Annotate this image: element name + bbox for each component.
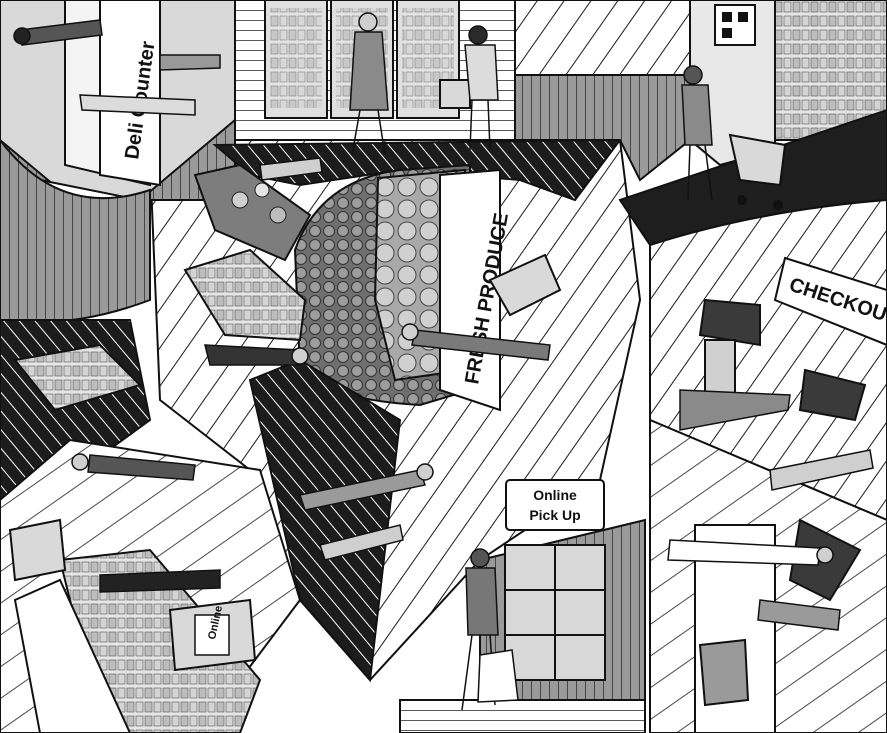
- online-pickup-area: Online Pick Up: [399, 479, 646, 733]
- pickup-sign-line2: Pick Up: [529, 507, 580, 523]
- online-pickup-sign: [505, 479, 605, 531]
- kiosk-screen-2: [798, 368, 867, 422]
- shoppers: [13, 12, 874, 711]
- egg-display: [183, 248, 307, 342]
- flower-display: [193, 163, 312, 262]
- shopping-cart-icon: [8, 79, 787, 707]
- pickup-sign-line1: Online: [533, 487, 577, 503]
- qr-code-icon: [714, 4, 756, 46]
- kiosk-screen: [698, 298, 761, 347]
- online-order-cart: Online: [168, 598, 257, 672]
